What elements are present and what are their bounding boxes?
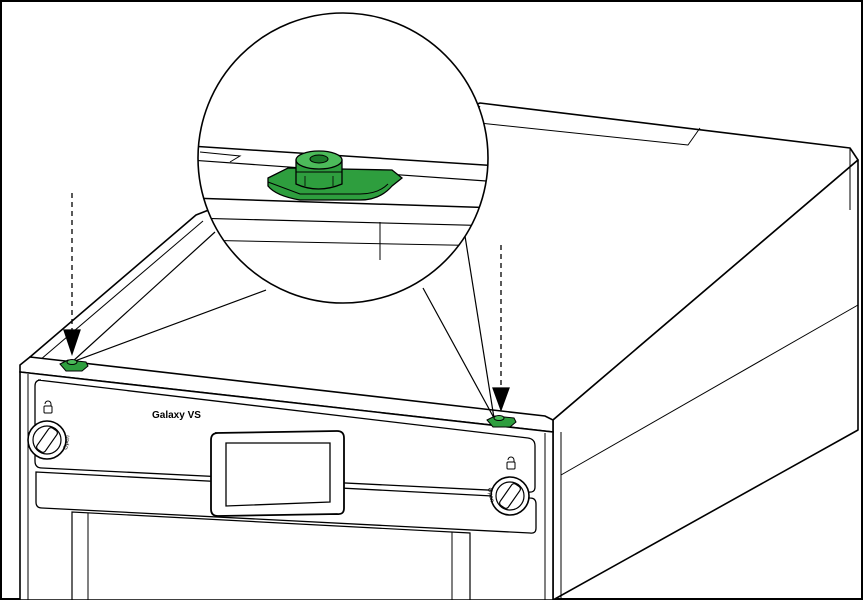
brand-label: Galaxy VS — [152, 410, 201, 421]
detail-callout-circle — [197, 12, 489, 304]
left-door-lock: Open — [27, 420, 72, 460]
padlock-icon — [506, 456, 516, 470]
mounting-bracket — [267, 150, 404, 201]
arrow-down-dashed — [63, 193, 81, 357]
right-mounting-bracket — [486, 415, 517, 428]
padlock-icon — [43, 400, 53, 414]
right-door-lock: Open — [486, 476, 530, 516]
left-mounting-bracket — [59, 359, 89, 372]
arrow-down-dashed — [492, 245, 510, 412]
right-lock-label: Open — [486, 487, 494, 503]
callout-lines — [71, 231, 495, 419]
left-lock-label: Open — [63, 435, 71, 451]
display-screen — [210, 430, 345, 517]
